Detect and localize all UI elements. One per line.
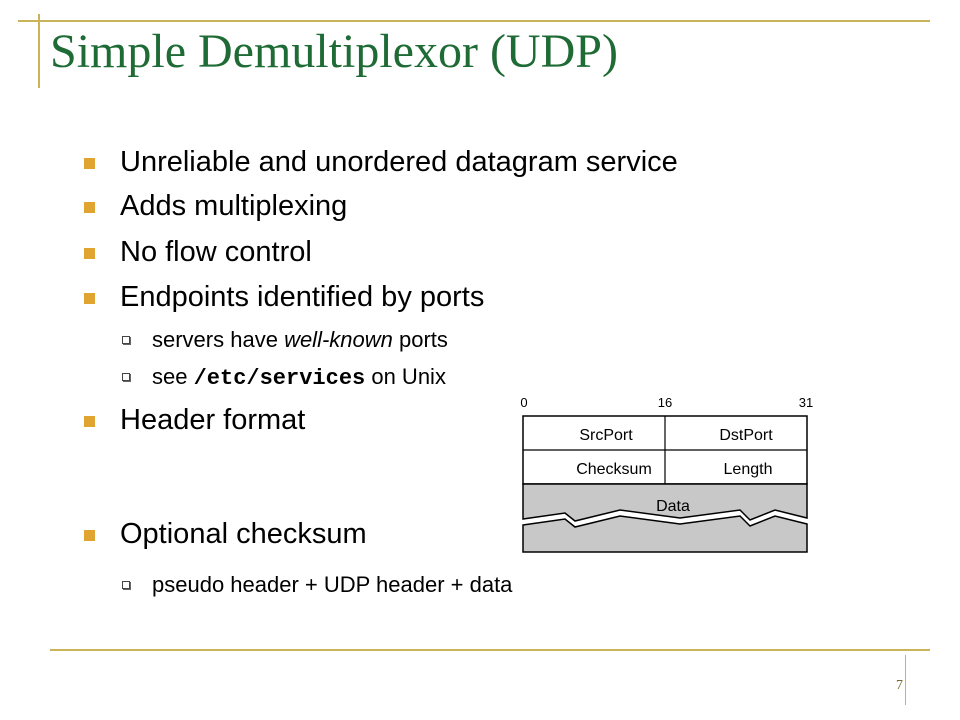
square-bullet-icon [84,416,95,427]
hollow-square-bullet-icon [122,336,130,344]
text-run: ports [392,327,448,352]
field-dstport: DstPort [719,427,773,444]
frame-left-accent [38,14,40,88]
hollow-square-bullet-icon [122,581,130,589]
bit-label-31: 31 [799,395,813,410]
field-length: Length [724,461,773,478]
field-checksum: Checksum [576,461,652,478]
bullet-text: No flow control [120,236,312,268]
square-bullet-icon [84,158,95,169]
sub-bullet-text: servers have well-known ports [152,327,448,353]
slide-title: Simple Demultiplexor (UDP) [50,25,618,78]
bullet-text: Endpoints identified by ports [120,281,485,313]
data-block-bottom [522,515,808,553]
frame-bottom-rule [50,649,930,651]
sub-bullet-text: see /etc/services on Unix [152,364,446,391]
field-srcport: SrcPort [579,427,633,444]
bit-label-16: 16 [658,395,672,410]
page-number: 7 [896,678,903,693]
monospace-path: /etc/services [193,366,366,391]
square-bullet-icon [84,530,95,541]
sub-bullet-text: pseudo header + UDP header + data [152,572,513,597]
italic-text: well-known [284,327,393,352]
frame-bottom-tick [905,655,906,705]
square-bullet-icon [84,293,95,304]
frame-top-rule [18,20,930,22]
bit-label-0: 0 [520,395,527,410]
text-run: on Unix [365,364,446,389]
hollow-square-bullet-icon [122,373,130,381]
field-data: Data [656,498,690,515]
square-bullet-icon [84,202,95,213]
text-run: see [152,364,194,389]
bullet-text: Unreliable and unordered datagram servic… [120,146,678,178]
text-run: servers have [152,327,285,352]
bullet-text: Adds multiplexing [120,190,348,222]
bullet-text: Header format [120,404,306,436]
bullet-text: Optional checksum [120,518,367,550]
square-bullet-icon [84,248,95,259]
data-block-top [522,483,808,522]
